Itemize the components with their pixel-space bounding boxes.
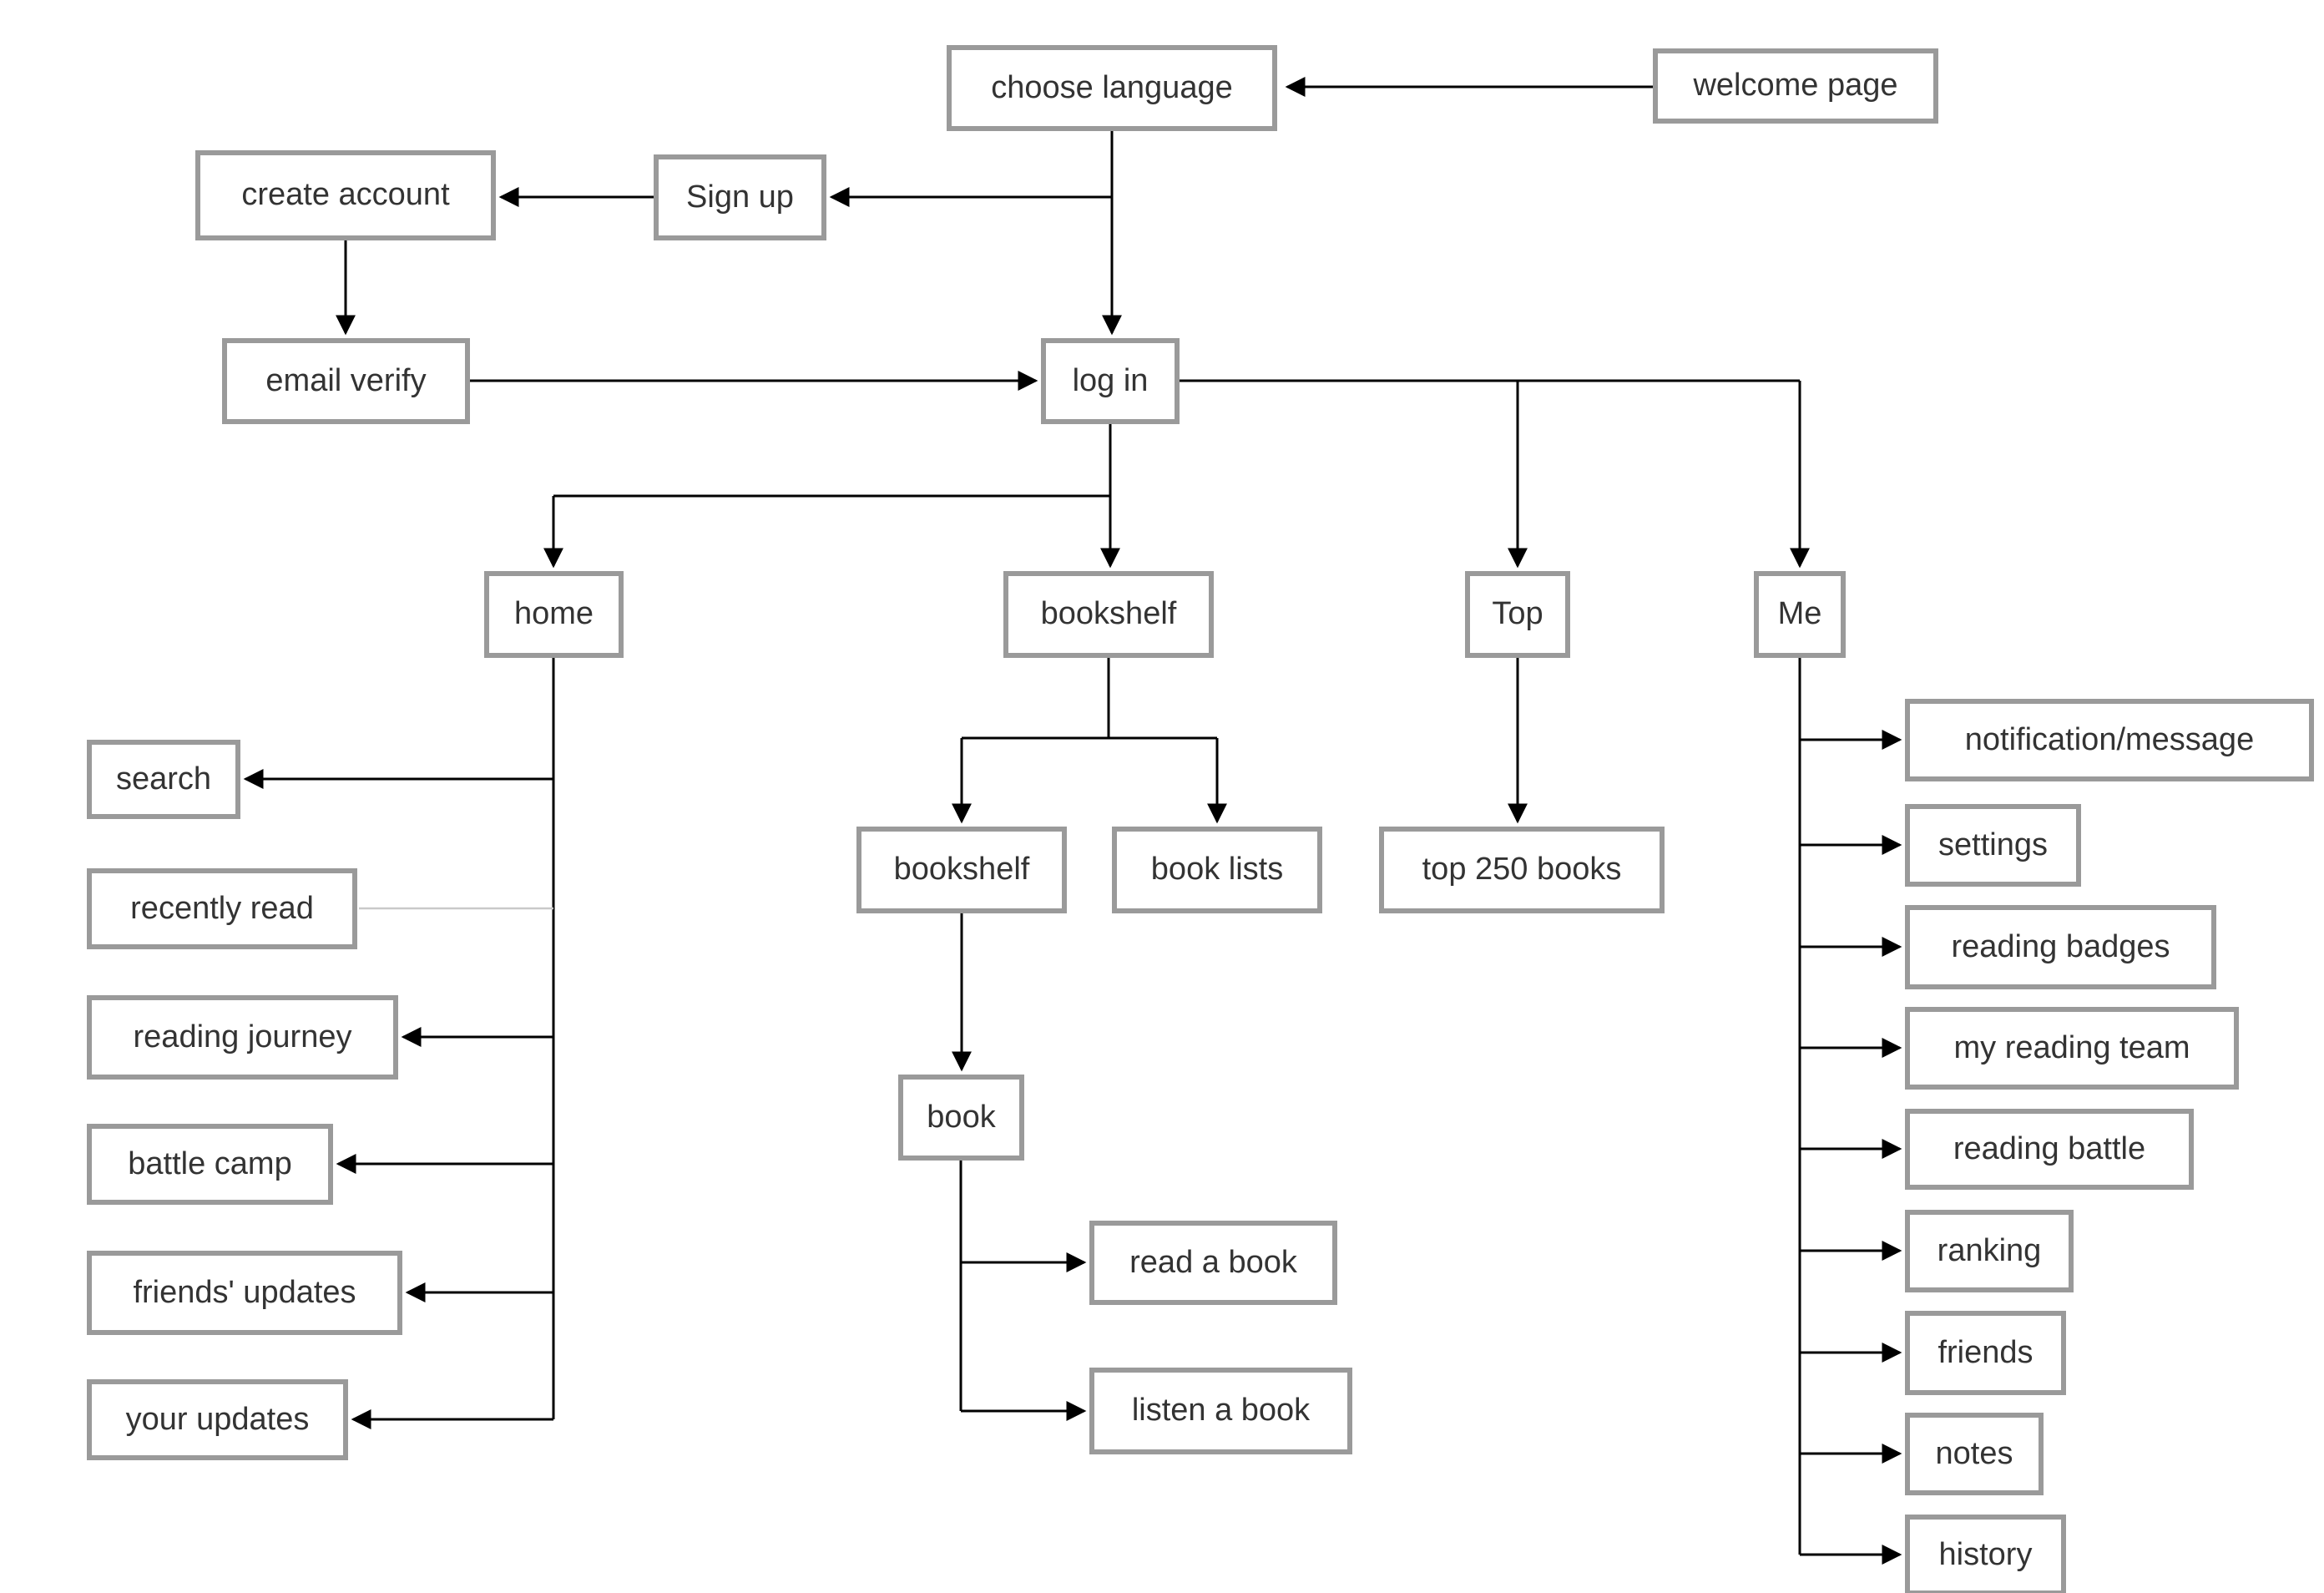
edges-me-branch: [1798, 658, 1902, 1565]
node-book-lists: book lists: [1112, 827, 1322, 913]
node-your-updates: your updates: [87, 1379, 348, 1460]
edges-onboarding: [336, 77, 1653, 391]
node-home: home: [484, 571, 624, 658]
node-choose-language: choose language: [947, 45, 1277, 131]
node-recently-read: recently read: [87, 868, 357, 949]
node-search: search: [87, 740, 240, 819]
node-bookshelf: bookshelf: [1003, 571, 1214, 658]
node-read-a-book: read a book: [1089, 1221, 1337, 1305]
node-friends-updates: friends' updates: [87, 1251, 402, 1335]
node-settings: settings: [1905, 804, 2081, 887]
node-notes: notes: [1905, 1413, 2044, 1495]
node-sign-up: Sign up: [654, 154, 826, 240]
node-reading-battle: reading battle: [1905, 1109, 2194, 1190]
node-log-in: log in: [1041, 338, 1180, 424]
edges-home-branch: [243, 658, 555, 1429]
node-create-account: create account: [195, 150, 496, 240]
node-top-250-books: top 250 books: [1379, 827, 1665, 913]
edges-bookshelf-branch: [952, 658, 1227, 1421]
node-reading-badges: reading badges: [1905, 905, 2216, 989]
node-notification-message: notification/message: [1905, 699, 2314, 781]
node-listen-a-book: listen a book: [1089, 1368, 1352, 1454]
node-welcome-page: welcome page: [1653, 48, 1938, 124]
node-email-verify: email verify: [222, 338, 470, 424]
edges-login-branches: [543, 379, 1810, 569]
node-my-reading-team: my reading team: [1905, 1007, 2239, 1090]
node-reading-journey: reading journey: [87, 995, 398, 1080]
node-history: history: [1905, 1515, 2066, 1593]
node-friends: friends: [1905, 1311, 2066, 1395]
node-book: book: [898, 1075, 1024, 1161]
node-top: Top: [1465, 571, 1570, 658]
node-battle-camp: battle camp: [87, 1124, 333, 1205]
node-bookshelf-sub: bookshelf: [856, 827, 1067, 913]
node-ranking: ranking: [1905, 1210, 2074, 1292]
node-me: Me: [1754, 571, 1846, 658]
